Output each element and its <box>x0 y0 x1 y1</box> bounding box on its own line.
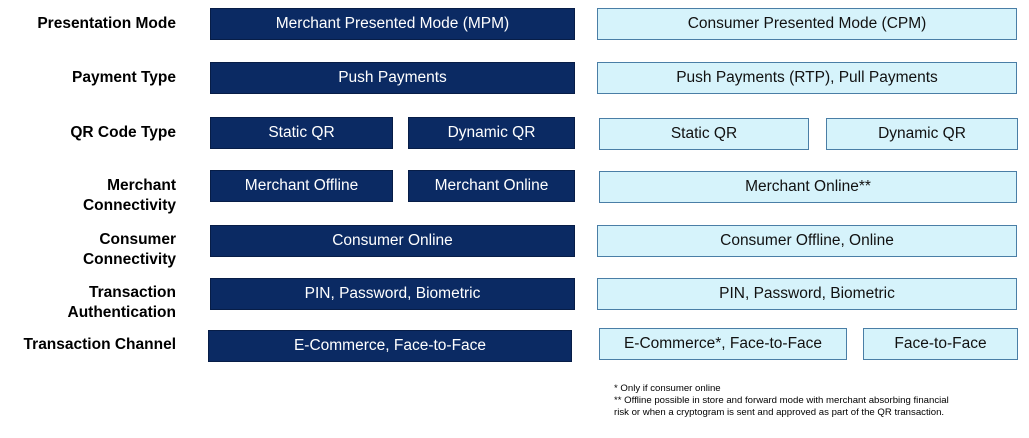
cpm-ecommerce-face-to-face-box: E-Commerce*, Face-to-Face <box>599 328 847 360</box>
cpm-consumer-connectivity-box: Consumer Offline, Online <box>597 225 1017 257</box>
row-label-consumer-connectivity-line2: Connectivity <box>82 251 176 268</box>
mpm-dynamic-qr-box: Dynamic QR <box>408 117 575 149</box>
footnote-2-continued: risk or when a cryptogram is sent and ap… <box>614 407 945 418</box>
cpm-static-qr-box: Static QR <box>599 118 809 150</box>
row-label-transaction-authentication-line2: Authentication <box>67 304 177 321</box>
row-label-qr-code-type: QR Code Type <box>70 124 176 141</box>
mpm-transaction-channel-box: E-Commerce, Face-to-Face <box>208 330 572 362</box>
mpm-static-qr-box: Static QR <box>210 117 393 149</box>
cpm-payment-type-box: Push Payments (RTP), Pull Payments <box>597 62 1017 94</box>
cpm-presentation-mode-box: Consumer Presented Mode (CPM) <box>597 8 1017 40</box>
row-label-transaction-authentication: Transaction Authentication <box>0 283 177 323</box>
row-label-merchant-connectivity-line1: Merchant <box>107 177 176 194</box>
mpm-presentation-mode-box: Merchant Presented Mode (MPM) <box>210 8 575 40</box>
cpm-dynamic-qr-box: Dynamic QR <box>826 118 1018 150</box>
footnotes: * Only if consumer online ** Offline pos… <box>614 383 1019 419</box>
mpm-consumer-connectivity-box: Consumer Online <box>210 225 575 257</box>
row-label-merchant-connectivity-line2: Connectivity <box>82 197 176 214</box>
row-label-merchant-connectivity: Merchant Connectivity <box>0 176 176 216</box>
row-label-payment-type: Payment Type <box>72 69 176 86</box>
row-label-transaction-channel: Transaction Channel <box>23 336 176 353</box>
row-label-presentation-mode: Presentation Mode <box>37 15 176 32</box>
cpm-face-to-face-box: Face-to-Face <box>863 328 1018 360</box>
footnote-1: * Only if consumer online <box>614 383 721 394</box>
cpm-merchant-connectivity-box: Merchant Online** <box>599 171 1017 203</box>
mpm-payment-type-box: Push Payments <box>210 62 575 94</box>
row-label-transaction-authentication-line1: Transaction <box>89 284 176 301</box>
row-label-consumer-connectivity: Consumer Connectivity <box>0 230 176 270</box>
row-label-consumer-connectivity-line1: Consumer <box>99 231 176 248</box>
mpm-merchant-online-box: Merchant Online <box>408 170 575 202</box>
footnote-2: ** Offline possible in store and forward… <box>614 395 949 406</box>
mpm-authentication-box: PIN, Password, Biometric <box>210 278 575 310</box>
mpm-merchant-offline-box: Merchant Offline <box>210 170 393 202</box>
cpm-authentication-box: PIN, Password, Biometric <box>597 278 1017 310</box>
